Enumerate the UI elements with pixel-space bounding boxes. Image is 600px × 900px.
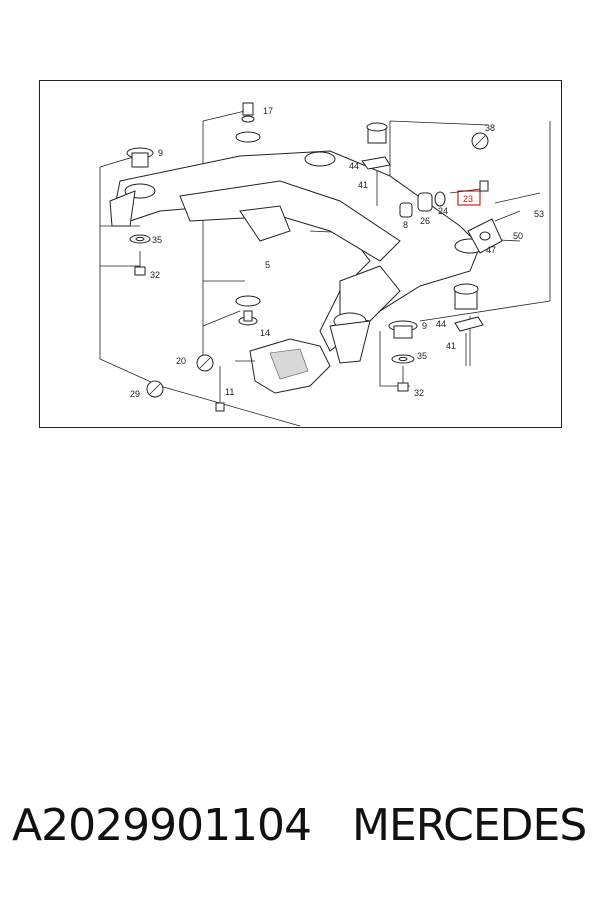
wrench-icon-20 [196,354,214,372]
callout-9-left: 9 [158,148,163,158]
callout-24: 24 [438,206,448,216]
mount-9-left [126,147,154,168]
callout-41-upper: 41 [358,180,368,190]
callout-8: 8 [403,220,408,230]
upper-mount-17 [235,102,261,143]
subframe-body [109,150,486,364]
callout-53: 53 [534,209,544,219]
lower-mount-right [453,283,484,366]
callout-14: 14 [260,328,270,338]
callout-26: 26 [420,216,430,226]
differential-housing [235,338,331,394]
callout-11: 11 [225,387,234,397]
bolt-32-left [134,251,146,276]
callout-labels: 17 9 35 32 5 14 20 11 29 44 41 8 26 24 2… [130,106,544,399]
part-number: A2029901104 [12,800,312,851]
callout-23-highlighted: 23 [463,194,473,204]
callout-32-left: 32 [150,270,160,280]
bolt-11 [215,366,225,412]
callout-29: 29 [130,389,140,399]
bolt-23-highlight [449,180,489,206]
bushings-8-26-24 [399,191,446,218]
callout-32-right: 32 [414,388,424,398]
product-caption: A2029901104 MERCEDES [0,800,600,870]
exploded-parts-diagram: 17 9 35 32 5 14 20 11 29 44 41 8 26 24 2… [39,80,562,428]
brand-name: MERCEDES [352,800,587,851]
subframe-illustration: 17 9 35 32 5 14 20 11 29 44 41 8 26 24 2… [99,102,551,427]
callout-44-lower: 44 [436,319,446,329]
callout-5: 5 [265,260,270,270]
callout-44-upper: 44 [349,161,359,171]
wrench-icon-38 [471,132,489,150]
callout-35-right: 35 [417,351,427,361]
callout-41-lower: 41 [446,341,456,351]
mount-9-right-35-32 [388,320,418,392]
callout-47: 47 [486,245,496,255]
wrench-icon-29 [146,380,164,398]
upper-mount-44-right [361,122,391,206]
callout-35-left: 35 [152,235,162,245]
callout-20: 20 [176,356,186,366]
callout-17: 17 [263,106,273,116]
callout-38: 38 [485,123,495,133]
washer-35-left [129,234,151,244]
mount-14 [235,295,261,326]
callout-50: 50 [513,231,523,241]
bracket-47-53-50 [467,192,541,254]
callout-9-right: 9 [422,321,427,331]
